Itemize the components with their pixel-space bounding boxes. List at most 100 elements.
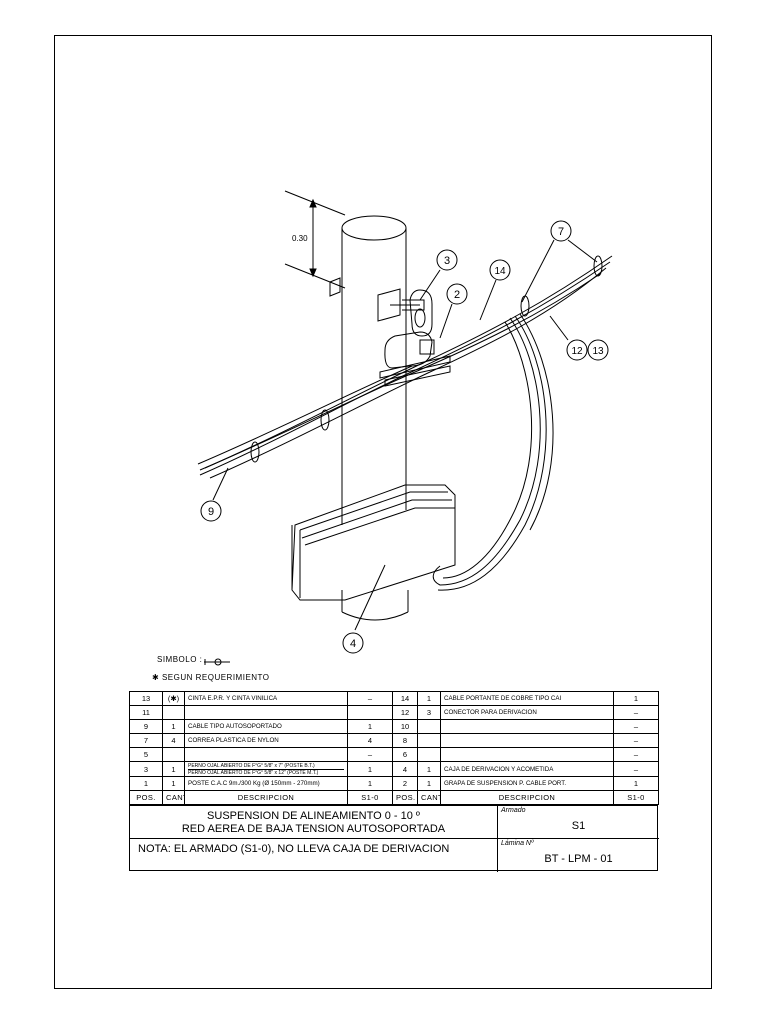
item-pos-right: 6 [392,747,418,762]
callout-bubbles: 3 2 14 7 12 13 9 4 [200,220,609,654]
dimension-annotation: 0.30 [284,190,346,289]
item-s1-0-right: – [613,733,659,748]
item-s1-0-right: 1 [613,691,659,706]
item-s1-0-right: – [613,761,659,777]
item-qty-right [417,719,441,734]
armado-cell: Armado S1 [498,806,659,839]
item-pos: 9 [129,719,163,734]
title-cell: SUSPENSION DE ALINEAMIENTO 0 - 10 º RED … [130,806,498,839]
item-pos: 11 [129,705,163,720]
title-line-2: RED AEREA DE BAJA TENSION AUTOSOPORTADA [181,823,446,835]
item-description [184,705,348,720]
item-s1-0: 1 [347,776,393,791]
callout-7: 7 [558,226,564,238]
callout-9: 9 [208,506,214,518]
item-qty: 1 [162,761,185,777]
item-s1-0: 1 [347,761,393,777]
symbol-mark [204,658,230,666]
header-pos-right: POS. [392,790,418,805]
item-pos-right: 10 [392,719,418,734]
item-description-right: CABLE PORTANTE DE COBRE TIPO CAI [440,691,614,706]
callout-14: 14 [494,266,506,277]
item-description-right [440,719,614,734]
item-description-right [440,747,614,762]
item-s1-0-right: 1 [613,776,659,791]
self-supporting-cable [197,255,613,479]
item-description: CORREA PLASTICA DE NYLON [184,733,348,748]
item-qty: (✱) [162,691,185,706]
item-s1-0 [347,705,393,720]
bom-header-row: POS. CANT. DESCRIPCION S1-0 POS. CANT. D… [129,790,659,805]
item-pos: 13 [129,691,163,706]
item-description-line-1: PERNO OJAL ABIERTO DE F°G° 5/8" x 7" (PO… [188,763,315,769]
symbol-label: SIMBOLO : [157,655,203,664]
item-pos-right: 2 [392,776,418,791]
drop-cable [432,313,554,591]
asterisk-icon: ✱ [152,673,160,682]
header-cant-right: CANT. [417,790,441,805]
header-s1-0: S1-0 [347,790,393,805]
item-qty-right [417,733,441,748]
item-s1-0: 1 [347,719,393,734]
item-s1-0-right: – [613,747,659,762]
header-pos: POS. [129,790,163,805]
item-qty: 1 [162,719,185,734]
item-description-line-2: PERNO OJAL ABIERTO DE F°G° 5/8" x 12" (P… [188,769,344,776]
item-description-right [440,733,614,748]
item-description [184,747,348,762]
item-qty-right: 1 [417,761,441,777]
nylon-straps [250,255,603,463]
item-qty [162,747,185,762]
callout-4: 4 [350,638,356,650]
item-pos: 1 [129,776,163,791]
header-descripcion: DESCRIPCION [184,790,348,805]
title-block: SUSPENSION DE ALINEAMIENTO 0 - 10 º RED … [129,805,659,872]
item-qty-right: 1 [417,776,441,791]
technical-drawing: 0.30 [197,190,613,666]
bom-row: 5–6– [129,747,659,762]
item-qty-right: 3 [417,705,441,720]
header-s1-0-right: S1-0 [613,790,659,805]
item-qty-right [417,747,441,762]
callout-2: 2 [454,289,460,301]
suspension-clamp-assembly [377,288,451,387]
lamina-label: Lámina Nº [501,840,534,847]
lamina-cell: Lámina Nº BT - LPM - 01 [498,839,659,872]
note-cell: NOTA: EL ARMADO (S1-0), NO LLEVA CAJA DE… [130,839,498,872]
callout-3: 3 [444,255,450,267]
armado-label: Armado [501,807,526,814]
item-description-right: CONECTOR PARA DERIVACION [440,705,614,720]
item-pos: 5 [129,747,163,762]
header-descripcion-right: DESCRIPCION [440,790,614,805]
item-s1-0-right: – [613,719,659,734]
item-pos-right: 8 [392,733,418,748]
item-pos-right: 4 [392,761,418,777]
item-s1-0: – [347,747,393,762]
title-line-1: SUSPENSION DE ALINEAMIENTO 0 - 10 º [207,810,420,822]
header-cant: CANT. [162,790,185,805]
item-description: PERNO OJAL ABIERTO DE F°G° 5/8" x 7" (PO… [184,761,348,777]
derivation-box [291,484,456,601]
item-pos-right: 12 [392,705,418,720]
item-description-right: CAJA DE DERIVACION Y ACOMETIDA [440,761,614,777]
dimension-label: 0.30 [292,234,308,243]
item-qty-right: 1 [417,691,441,706]
item-pos-right: 14 [392,691,418,706]
item-s1-0: – [347,691,393,706]
callout-13: 13 [592,346,604,357]
item-pos: 3 [129,761,163,777]
item-pos: 7 [129,733,163,748]
item-s1-0: 4 [347,733,393,748]
item-description-right: GRAPA DE SUSPENSION P. CABLE PORT. [440,776,614,791]
lamina-value: BT - LPM - 01 [544,853,613,865]
callout-leaders [212,239,598,631]
item-qty: 4 [162,733,185,748]
item-qty [162,705,185,720]
